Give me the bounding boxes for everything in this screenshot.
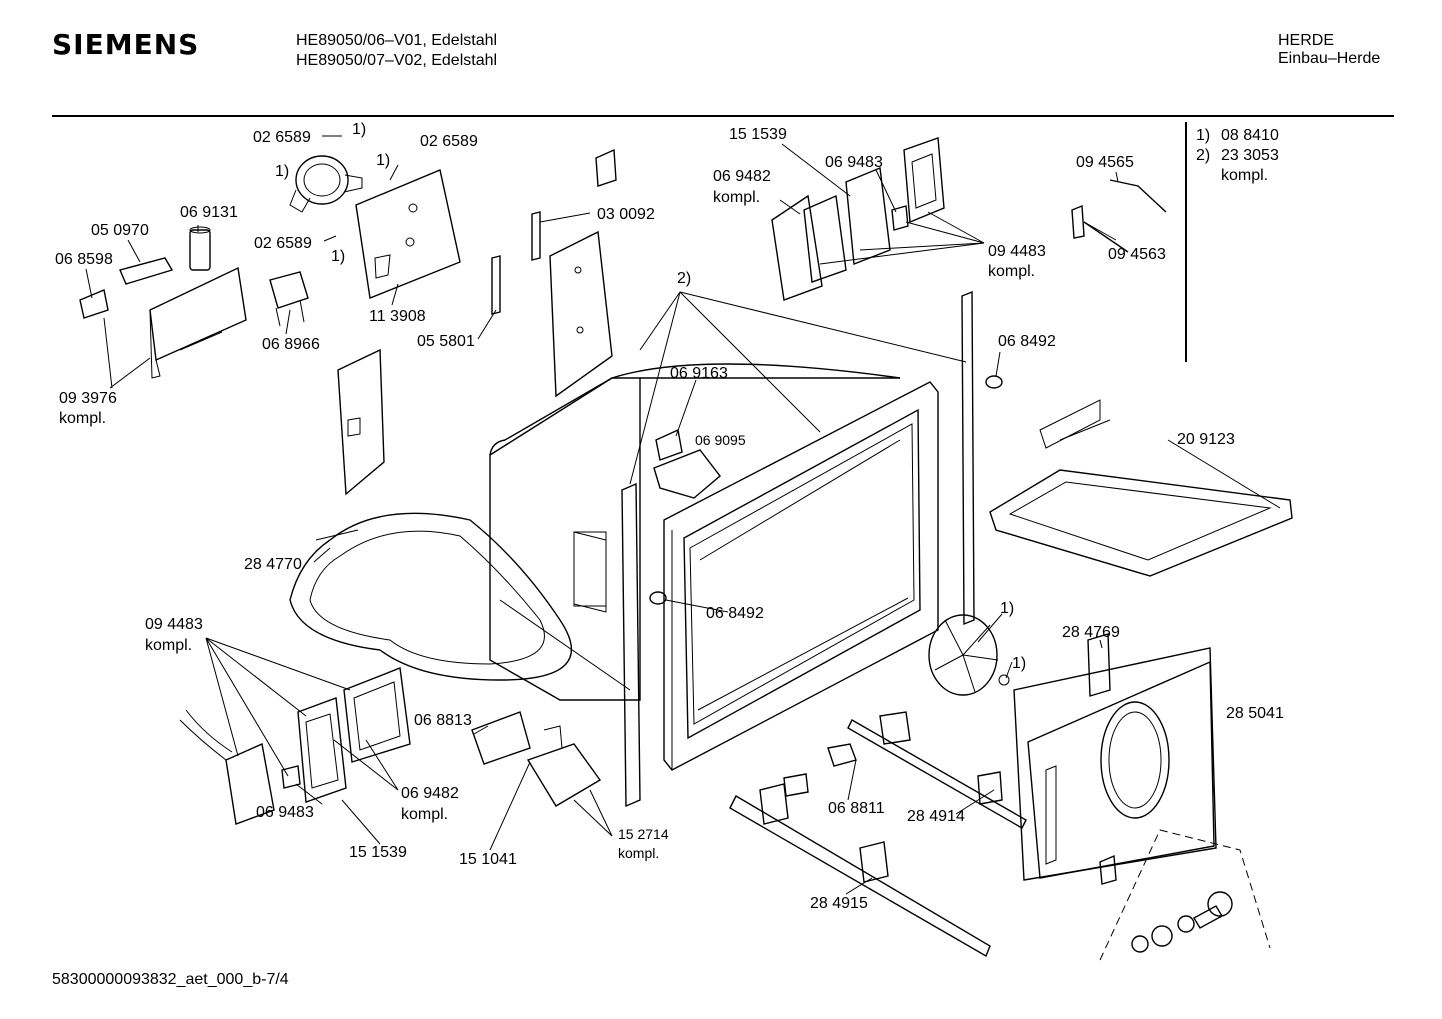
side-rail-left: [621, 482, 641, 808]
part-label: kompl.: [988, 263, 1036, 280]
electronics-bracket: [149, 266, 247, 379]
part-label: kompl.: [59, 410, 107, 427]
model-line-2: HE89050/07–V02, Edelstahl: [296, 52, 498, 69]
note-marker-1: 1): [1196, 127, 1211, 144]
note-value-2: 23 3053: [1221, 147, 1279, 164]
part-label: 02 6589: [254, 235, 312, 252]
marker-label: 1): [1012, 655, 1027, 672]
category-line-1: HERDE: [1278, 32, 1335, 49]
grill-element-top: [989, 399, 1293, 577]
convection-fan: [928, 614, 1010, 696]
part-label: kompl.: [618, 845, 660, 861]
note-value-3: kompl.: [1221, 167, 1269, 184]
part-label: 02 6589: [253, 129, 311, 146]
part-label: kompl.: [401, 806, 449, 823]
note-value-1: 08 8410: [1221, 127, 1279, 144]
bracket-center: [549, 230, 613, 398]
part-label: 03 0092: [597, 206, 655, 223]
capacitor: [189, 226, 211, 271]
marker-label: 1): [331, 248, 346, 265]
category-line-2: Einbau–Herde: [1278, 50, 1381, 67]
part-label: 06 9482: [713, 168, 771, 185]
terminal-block: [79, 257, 174, 319]
marker-label: 2): [677, 270, 692, 287]
lamp-holder-upper: [891, 205, 909, 231]
part-label: 06 8813: [414, 712, 472, 729]
lamp-glass-lower: [297, 667, 411, 803]
oven-front-frame: [663, 381, 939, 771]
part-label: 06 9483: [825, 154, 883, 171]
part-label: 06 8492: [998, 333, 1056, 350]
part-label: 28 5041: [1226, 705, 1284, 722]
part-label: 28 4915: [810, 895, 868, 912]
document-id: 58300000093832_aet_000_b-7/4: [52, 971, 289, 988]
part-label: 06 8966: [262, 336, 320, 353]
part-label: 15 1041: [459, 851, 517, 868]
leader-lines: [85, 135, 1281, 895]
part-label: 06 9095: [695, 432, 746, 448]
part-label: 06 9483: [256, 804, 314, 821]
sensor-probes: [1071, 179, 1167, 253]
part-label: 09 4483: [988, 243, 1046, 260]
door-seal-upper: [771, 137, 945, 301]
part-label: 11 3908: [369, 308, 426, 325]
part-label: 06 9131: [180, 204, 238, 221]
rear-bracket: [1087, 633, 1111, 697]
marker-label: 1): [1000, 600, 1015, 617]
part-label: 09 4565: [1076, 154, 1134, 171]
bottom-heater: [289, 512, 572, 681]
part-label: kompl.: [713, 189, 761, 206]
telescopic-rail-upper: [847, 711, 1027, 829]
part-label: 28 4769: [1062, 624, 1120, 641]
lamp-socket-lower: [281, 765, 301, 789]
back-bracket-left: [337, 348, 385, 496]
part-label: 06 8598: [55, 251, 113, 268]
part-label: 06 8492: [706, 605, 764, 622]
part-label: 15 1539: [729, 126, 787, 143]
part-label: 09 4563: [1108, 246, 1166, 263]
part-label: 05 5801: [417, 333, 475, 350]
rear-cover: [1013, 647, 1217, 881]
hinge-bracket: [655, 428, 683, 461]
note-marker-2: 2): [1196, 147, 1211, 164]
marker-label: 1): [376, 152, 391, 169]
part-label: 28 4770: [244, 556, 302, 573]
support-pins: [491, 148, 617, 315]
mounting-plate: [355, 169, 461, 299]
part-label: 06 8811: [828, 800, 885, 817]
transformer: [269, 271, 309, 327]
part-label: 05 0970: [91, 222, 149, 239]
part-label: 06 9482: [401, 785, 459, 802]
brand-logo: SIEMENS: [52, 28, 200, 61]
lamp-cover-small: [649, 591, 667, 605]
fan-motor: [289, 155, 363, 213]
part-label: 20 9123: [1177, 431, 1235, 448]
door-lock: [526, 725, 602, 807]
part-label: 02 6589: [420, 133, 478, 150]
rail-clip: [783, 743, 857, 797]
part-label: 09 3976: [59, 390, 117, 407]
part-label: 09 4483: [145, 616, 203, 633]
part-label: 06 9163: [670, 365, 728, 382]
detail-inset: [1099, 829, 1271, 961]
door-lock-bracket: [471, 711, 531, 765]
part-label: 15 2714: [618, 826, 669, 842]
part-label: kompl.: [145, 637, 193, 654]
oven-housing: [489, 363, 901, 701]
side-rail-right: [961, 290, 975, 626]
bolt: [985, 375, 1003, 389]
lamp-housing: [179, 709, 275, 825]
marker-label: 1): [275, 163, 290, 180]
telescopic-rail-lower: [729, 783, 991, 958]
switch-module: [653, 449, 721, 499]
part-label: 28 4914: [907, 808, 965, 825]
part-label: 15 1539: [349, 844, 407, 861]
model-line-1: HE89050/06–V01, Edelstahl: [296, 32, 498, 49]
marker-label: 1): [352, 121, 367, 138]
